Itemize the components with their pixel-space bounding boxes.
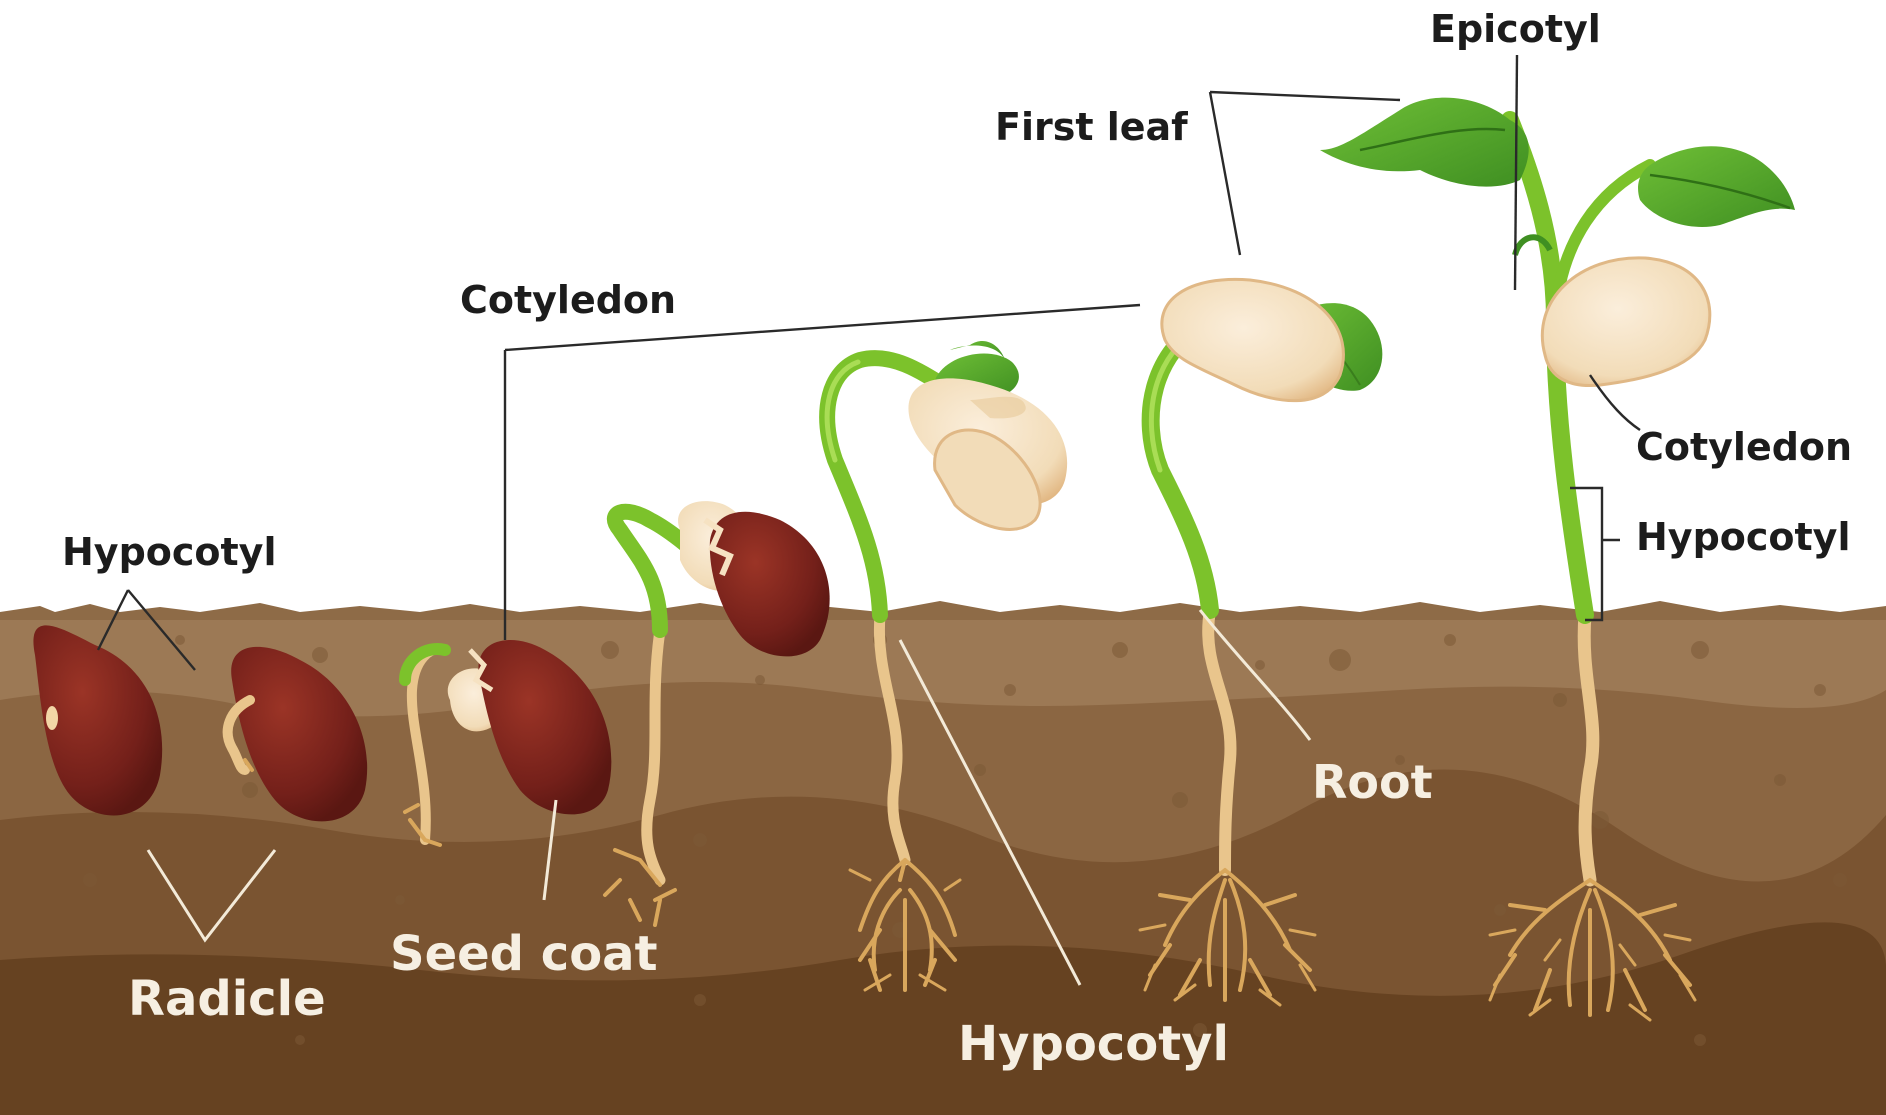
label-root: Root [1312, 755, 1433, 809]
label-radicle: Radicle [128, 971, 326, 1027]
first-leaf-left [1320, 98, 1529, 187]
cotyledon [1162, 279, 1344, 400]
label-cotyledon-left: Cotyledon [460, 278, 676, 322]
label-first-leaf: First leaf [995, 105, 1188, 149]
label-hypocotyl-left: Hypocotyl [62, 530, 276, 574]
seed-hilum [46, 706, 58, 730]
label-hypocotyl-bottom: Hypocotyl [958, 1016, 1229, 1072]
label-cotyledon-right: Cotyledon [1636, 425, 1852, 469]
label-seed-coat: Seed coat [390, 926, 658, 982]
label-epicotyl: Epicotyl [1430, 7, 1601, 51]
label-hypocotyl-right: Hypocotyl [1636, 515, 1850, 559]
first-leaf-leader [1210, 92, 1400, 255]
